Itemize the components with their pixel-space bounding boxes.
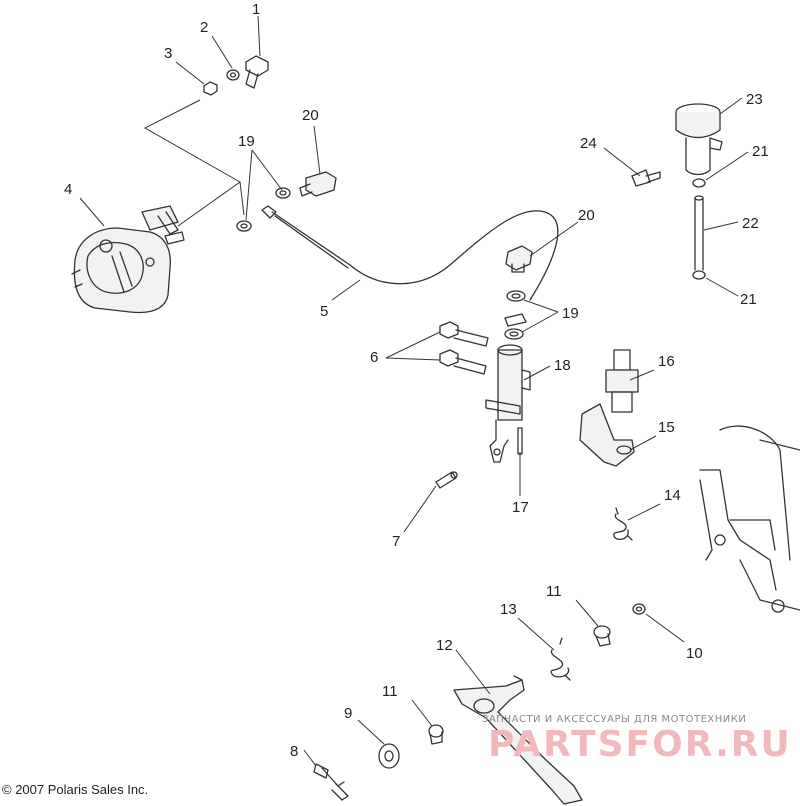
part-16-brake-switch <box>605 349 639 413</box>
callout-18: 18 <box>554 357 571 374</box>
part-10-washer <box>632 603 646 615</box>
callout-23: 23 <box>746 91 763 108</box>
callout-19-left: 19 <box>238 133 255 150</box>
callout-8: 8 <box>290 743 298 760</box>
callout-15: 15 <box>658 419 675 436</box>
part-4-brake-caliper <box>71 205 185 314</box>
part-20-banjo-bolt-upper <box>299 171 337 197</box>
callout-9: 9 <box>344 705 352 722</box>
part-3-nut <box>203 81 218 96</box>
part-9-washer <box>378 743 400 769</box>
part-19-washer-right <box>504 290 527 340</box>
copyright-notice: © 2007 Polaris Sales Inc. <box>2 782 148 797</box>
part-23-reservoir <box>675 103 723 176</box>
part-24-screw <box>631 169 661 187</box>
callout-1: 1 <box>252 1 260 18</box>
part-11-bushing-upper <box>593 625 611 647</box>
callout-20-upper: 20 <box>302 107 319 124</box>
part-12-brake-pedal <box>453 675 583 805</box>
assembly-line <box>143 99 241 227</box>
callout-13: 13 <box>500 601 517 618</box>
part-2-washer <box>226 69 240 81</box>
callout-12: 12 <box>436 637 453 654</box>
callout-4: 4 <box>64 181 72 198</box>
watermark-tagline: ЗАПЧАСТИ И АКСЕССУАРЫ ДЛЯ МОТОТЕХНИКИ <box>482 714 746 725</box>
callout-5: 5 <box>320 303 328 320</box>
callout-6: 6 <box>370 349 378 366</box>
part-20-banjo-bolt-lower <box>505 245 533 273</box>
callout-14: 14 <box>664 487 681 504</box>
watermark-logo: PARTSFOR.RU <box>488 724 792 765</box>
part-13-spring <box>550 637 571 681</box>
leader-lines <box>79 15 749 767</box>
part-18-master-cylinder <box>485 344 531 463</box>
part-19-washer-left <box>236 187 291 232</box>
part-22-hose <box>694 195 704 271</box>
callout-10: 10 <box>686 645 703 662</box>
frame-fragment <box>699 425 800 613</box>
callout-19-right: 19 <box>562 305 579 322</box>
callout-16: 16 <box>658 353 675 370</box>
callout-11-upper: 11 <box>546 583 562 600</box>
callout-24: 24 <box>580 135 597 152</box>
part-21-clamps <box>692 178 706 280</box>
part-7-pin <box>435 471 458 489</box>
callout-labels: 1 2 3 4 5 6 7 8 9 10 11 11 12 13 14 15 1… <box>64 1 769 760</box>
part-15-bracket <box>579 403 635 467</box>
callout-22: 22 <box>742 215 759 232</box>
callout-21-lower: 21 <box>740 291 757 308</box>
assembly-line-2 <box>239 181 245 216</box>
part-11-bushing-lower <box>428 724 444 745</box>
callout-11-lower: 11 <box>382 683 398 700</box>
callout-7: 7 <box>392 533 400 550</box>
callout-21-upper: 21 <box>752 143 769 160</box>
part-14-spring <box>613 507 633 541</box>
part-17-pin <box>517 427 523 455</box>
callout-2: 2 <box>200 19 208 36</box>
callout-17: 17 <box>512 499 529 516</box>
part-8-bolt <box>313 763 349 801</box>
part-1-bolt <box>245 55 269 89</box>
callout-20-lower: 20 <box>578 207 595 224</box>
part-5-brake-line <box>261 205 559 301</box>
part-6-bolts <box>439 321 489 375</box>
callout-3: 3 <box>164 45 172 62</box>
watermark: ЗАПЧАСТИ И АКСЕССУАРЫ ДЛЯ МОТОТЕХНИКИ PA… <box>482 714 792 765</box>
